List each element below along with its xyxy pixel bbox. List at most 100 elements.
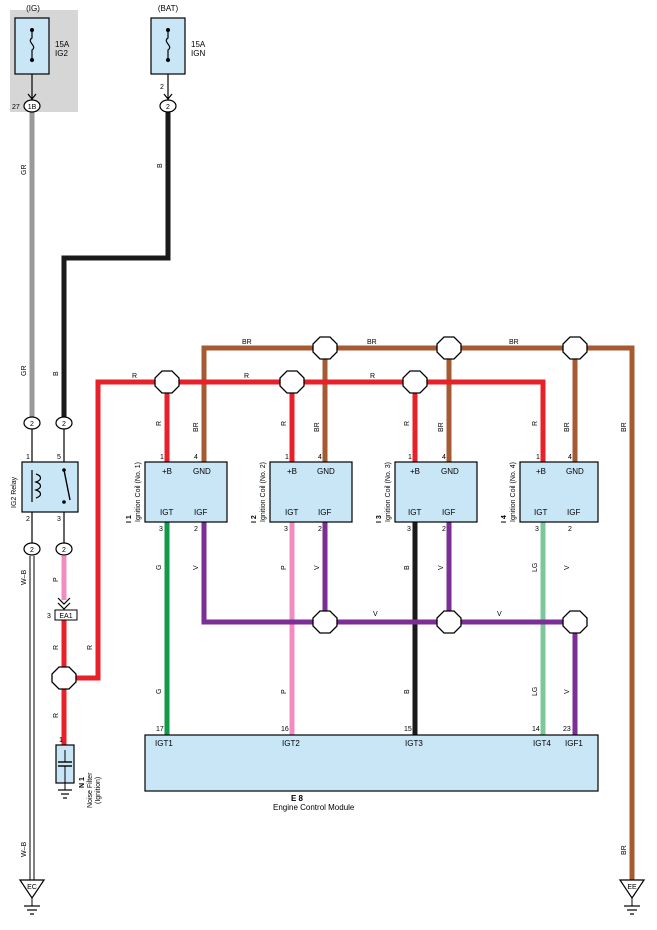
- relay-pin-2: 2: [26, 516, 30, 523]
- svg-text:2: 2: [442, 526, 446, 533]
- relay-coil-icon: [34, 473, 42, 499]
- svg-text:16: 16: [281, 726, 289, 733]
- svg-text:G: G: [156, 689, 163, 694]
- junction-br-2: [312, 336, 338, 360]
- svg-text:BR: BR: [242, 339, 252, 346]
- svg-text:IGT: IGT: [534, 508, 547, 517]
- ecm-id: E 8: [291, 794, 304, 803]
- junction-nodes: [51, 336, 588, 690]
- ignition-coil-3: +B GND IGT IGF 1 4 3 2 I 3 Ignition Coil…: [376, 454, 478, 533]
- engine-control-module: IGT1 IGT2 IGT3 IGT4 IGF1 17 16 15 14 23 …: [144, 726, 599, 812]
- svg-text:4: 4: [194, 454, 198, 461]
- relay-pin-5: 5: [57, 454, 61, 461]
- svg-text:GND: GND: [317, 467, 335, 476]
- svg-text:23: 23: [563, 726, 571, 733]
- svg-text:BR: BR: [564, 422, 571, 432]
- ecm-igt2: IGT2: [282, 739, 300, 748]
- relay-conn-out-b-label: 2: [62, 547, 66, 554]
- svg-text:V: V: [497, 611, 502, 618]
- svg-text:2: 2: [318, 526, 322, 533]
- fuse-icon: [29, 30, 35, 60]
- connector-1b-pin: 27: [12, 104, 20, 111]
- ignition-coil-4: +B GND IGT IGF 1 4 3 2 I 4 Ignition Coil…: [501, 454, 599, 533]
- svg-text:BR: BR: [621, 845, 628, 855]
- noise-filter-id: N 1: [79, 777, 86, 788]
- connector-1b-label: 1B: [28, 104, 37, 111]
- svg-text:R: R: [244, 373, 249, 380]
- ecm-name: Engine Control Module: [273, 803, 355, 812]
- svg-text:LG: LG: [532, 563, 539, 572]
- svg-text:R: R: [87, 645, 94, 650]
- wire-v-igf: [201, 522, 578, 735]
- ig2-fuse-name: IG2: [55, 49, 68, 58]
- svg-text:G: G: [156, 565, 163, 570]
- ecm-igt4: IGT4: [533, 739, 551, 748]
- coil-3-name: Ignition Coil (No. 3): [385, 462, 392, 522]
- coil-1-id: I 1: [126, 515, 133, 523]
- svg-text:17: 17: [156, 726, 164, 733]
- ign-fuse-body: [150, 17, 186, 75]
- wire-br-trunk: [201, 345, 635, 880]
- coil-1-name: Ignition Coil (No. 1): [135, 462, 142, 522]
- relay-conn-out-a-label: 2: [30, 547, 34, 554]
- wire-b: [61, 112, 171, 418]
- svg-text:V: V: [564, 565, 571, 570]
- svg-text:W–B: W–B: [21, 842, 28, 858]
- ground-ec: EC: [18, 879, 46, 915]
- svg-text:3: 3: [535, 526, 539, 533]
- svg-text:+B: +B: [287, 467, 297, 476]
- svg-text:IGT: IGT: [160, 508, 173, 517]
- svg-text:LG: LG: [532, 687, 539, 696]
- svg-text:R: R: [404, 421, 411, 426]
- ground-ee: EE: [618, 879, 646, 915]
- connector-bat-label: 2: [166, 104, 170, 111]
- coil-4-name: Ignition Coil (No. 4): [510, 462, 517, 522]
- svg-text:GND: GND: [193, 467, 211, 476]
- svg-text:P: P: [281, 689, 288, 694]
- ground-ee-label: EE: [627, 884, 637, 891]
- svg-text:2: 2: [568, 526, 572, 533]
- relay-conn-in-b-label: 2: [62, 421, 66, 428]
- svg-text:1: 1: [160, 454, 164, 461]
- coil-3-id: I 3: [376, 515, 383, 523]
- noise-filter-sub: (Ignition): [95, 777, 102, 804]
- junction-br-3: [436, 336, 462, 360]
- svg-text:GR: GR: [21, 165, 28, 176]
- svg-text:B: B: [404, 565, 411, 570]
- svg-text:1: 1: [285, 454, 289, 461]
- ecm-igt1: IGT1: [155, 739, 173, 748]
- svg-text:R: R: [156, 421, 163, 426]
- svg-text:IGF: IGF: [442, 508, 455, 517]
- ground-ec-label: EC: [27, 884, 37, 891]
- junction-v-3: [436, 610, 462, 634]
- connector-bat-pin: 2: [160, 84, 164, 91]
- svg-text:2: 2: [194, 526, 198, 533]
- svg-text:GND: GND: [441, 467, 459, 476]
- connector-ea1: [54, 609, 78, 621]
- connector-ea1-label: EA1: [59, 613, 72, 620]
- ig-source-label: (IG): [26, 4, 40, 13]
- noise-filter-pin: 1: [59, 737, 63, 744]
- svg-text:+B: +B: [536, 467, 546, 476]
- ignition-coil-2: +B GND IGT IGF 1 4 3 2 I 2 Ignition Coil…: [251, 454, 353, 533]
- svg-text:+B: +B: [410, 467, 420, 476]
- svg-text:V: V: [438, 565, 445, 570]
- svg-text:V: V: [564, 689, 571, 694]
- svg-text:1: 1: [536, 454, 540, 461]
- svg-text:IGT: IGT: [408, 508, 421, 517]
- junction-r-3: [402, 370, 428, 394]
- connector-bat: [159, 99, 177, 113]
- svg-text:4: 4: [442, 454, 446, 461]
- svg-text:BR: BR: [438, 422, 445, 432]
- svg-text:3: 3: [407, 526, 411, 533]
- noise-filter-name: Noise Filter: [87, 772, 94, 808]
- svg-text:3: 3: [159, 526, 163, 533]
- connector-1b: [23, 99, 41, 113]
- svg-text:R: R: [53, 645, 60, 650]
- ign-fuse-rating: 15A: [191, 40, 206, 49]
- svg-text:BR: BR: [367, 339, 377, 346]
- svg-text:IGF: IGF: [194, 508, 207, 517]
- svg-text:4: 4: [318, 454, 322, 461]
- svg-text:IGT: IGT: [285, 508, 298, 517]
- ig2-fuse-rating: 15A: [55, 40, 70, 49]
